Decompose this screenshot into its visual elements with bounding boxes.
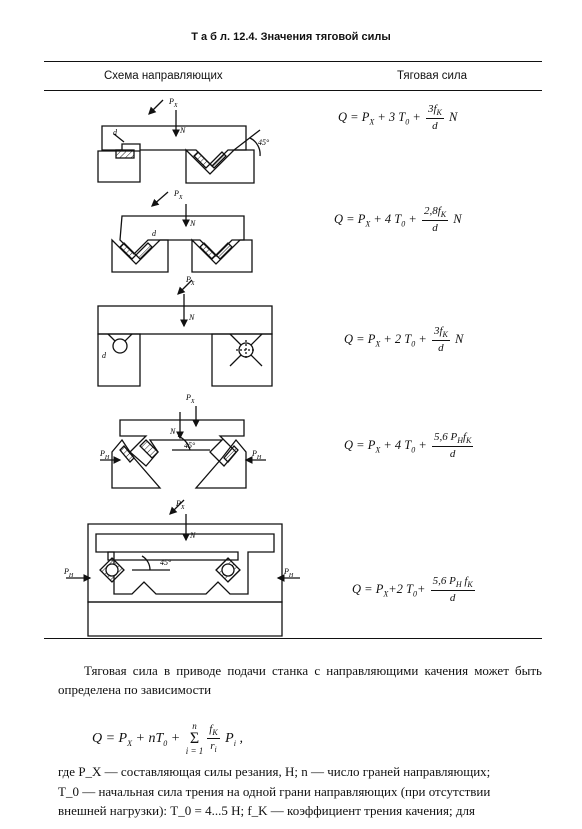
- scheme-3: [97, 279, 273, 387]
- d-label-3: d: [102, 351, 107, 360]
- d-label-2: d: [152, 229, 157, 238]
- scheme-4: [100, 406, 266, 489]
- ph-label-4-right: PH: [251, 449, 262, 461]
- d-label-1: d: [113, 128, 118, 137]
- n-label-2: N: [189, 219, 196, 228]
- angle-label-1: 45°: [258, 138, 270, 147]
- body-line-2: T_0 — начальная сила трения на одной гра…: [58, 784, 491, 799]
- px-label-3: PX: [185, 275, 195, 287]
- px-label-2: PX: [173, 189, 183, 201]
- px-label-5: PX: [175, 499, 185, 511]
- table-top-rule: [44, 61, 542, 62]
- body-paragraph: Тяговая сила в приводе подачи станка с н…: [58, 663, 542, 697]
- table-header-rule: [44, 90, 542, 91]
- n-label-5: N: [189, 531, 196, 540]
- n-label-1: N: [179, 126, 186, 135]
- column-header-scheme: Схема направляющих: [104, 70, 223, 82]
- ph-label-5-right: PH: [283, 567, 294, 579]
- n-label-4: N: [169, 427, 176, 436]
- px-label-1: PX: [168, 97, 178, 109]
- ph-label-5-left: PH: [63, 567, 74, 579]
- scheme-5: [66, 499, 300, 637]
- angle-label-5: 45°: [160, 558, 172, 567]
- table-bottom-rule: [44, 638, 542, 639]
- table-title: Т а б л. 12.4. Значения тяговой силы: [191, 31, 391, 43]
- ph-label-4-left: PH: [99, 449, 110, 461]
- column-header-force: Тяговая сила: [397, 70, 468, 82]
- px-label-4: PX: [185, 393, 195, 405]
- angle-label-4: 45°: [184, 441, 196, 450]
- scheme-1: [97, 99, 261, 184]
- n-label-3: N: [188, 313, 195, 322]
- body-line-3: внешней нагрузки): T_0 = 4...5 Н; f_K — …: [58, 803, 475, 818]
- scheme-2: [111, 191, 253, 273]
- body-line-1: где P_X — составляющая силы резания, Н; …: [58, 764, 491, 779]
